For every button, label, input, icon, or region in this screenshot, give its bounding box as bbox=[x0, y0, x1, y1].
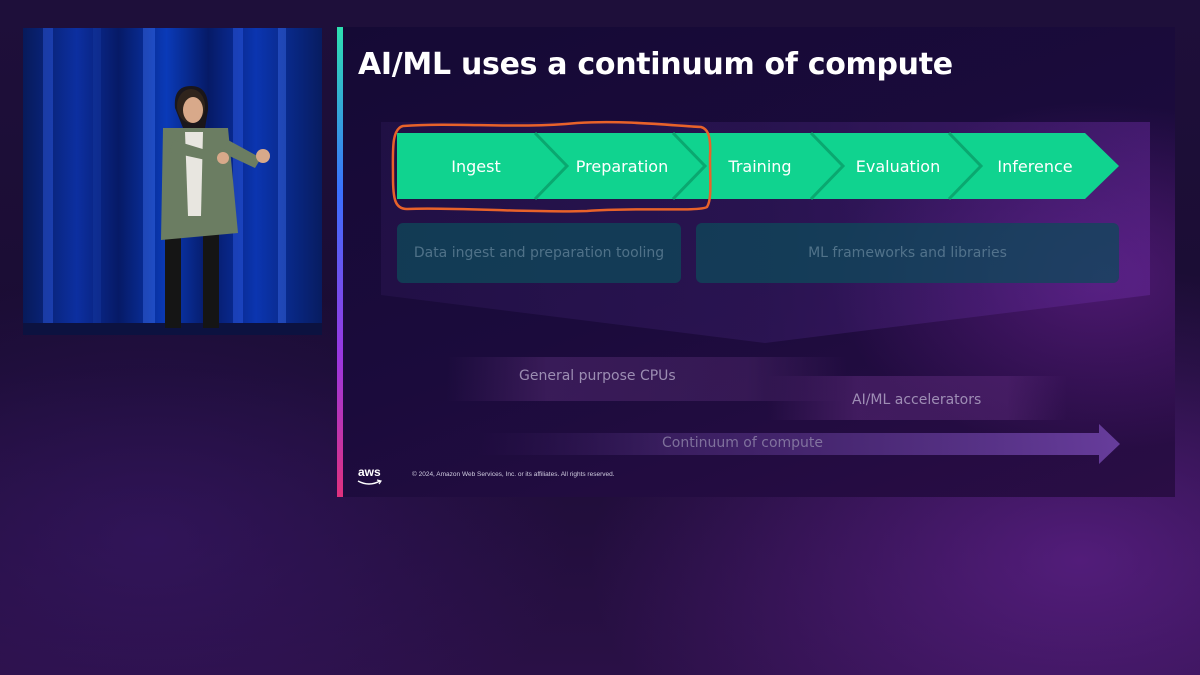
tooling-data-ingest: Data ingest and preparation tooling bbox=[397, 223, 681, 283]
stage-label-inference: Inference bbox=[997, 157, 1072, 176]
speaker-video bbox=[23, 28, 322, 335]
stage-preparation bbox=[535, 133, 705, 199]
speaker-figure bbox=[23, 28, 322, 335]
accelerator-band: AI/ML accelerators bbox=[767, 376, 1067, 420]
tooling-ml-frameworks: ML frameworks and libraries bbox=[696, 223, 1119, 283]
stage-label-preparation: Preparation bbox=[576, 157, 668, 176]
aws-logo-icon: aws bbox=[358, 465, 381, 479]
copyright-text: © 2024, Amazon Web Services, Inc. or its… bbox=[412, 471, 615, 478]
cpu-label: General purpose CPUs bbox=[519, 368, 676, 384]
pipeline-stages bbox=[397, 131, 1119, 201]
continuum-label: Continuum of compute bbox=[662, 435, 824, 451]
stage-label-ingest: Ingest bbox=[451, 157, 500, 176]
stage-label-evaluation: Evaluation bbox=[856, 157, 940, 176]
stage-ingest bbox=[397, 133, 567, 199]
continuum-arrow bbox=[477, 424, 1120, 464]
stage-evaluation bbox=[811, 133, 981, 199]
slide: AI/ML uses a continuum of compute bbox=[337, 27, 1175, 497]
aws-smile-icon bbox=[357, 479, 382, 485]
accelerator-label: AI/ML accelerators bbox=[852, 392, 982, 408]
slide-title: AI/ML uses a continuum of compute bbox=[358, 47, 953, 82]
stage-inference bbox=[949, 133, 1119, 199]
accent-bar bbox=[337, 27, 343, 497]
stage-label-training: Training bbox=[727, 157, 791, 176]
stage-training bbox=[673, 133, 843, 199]
highlight-outline bbox=[391, 120, 712, 213]
